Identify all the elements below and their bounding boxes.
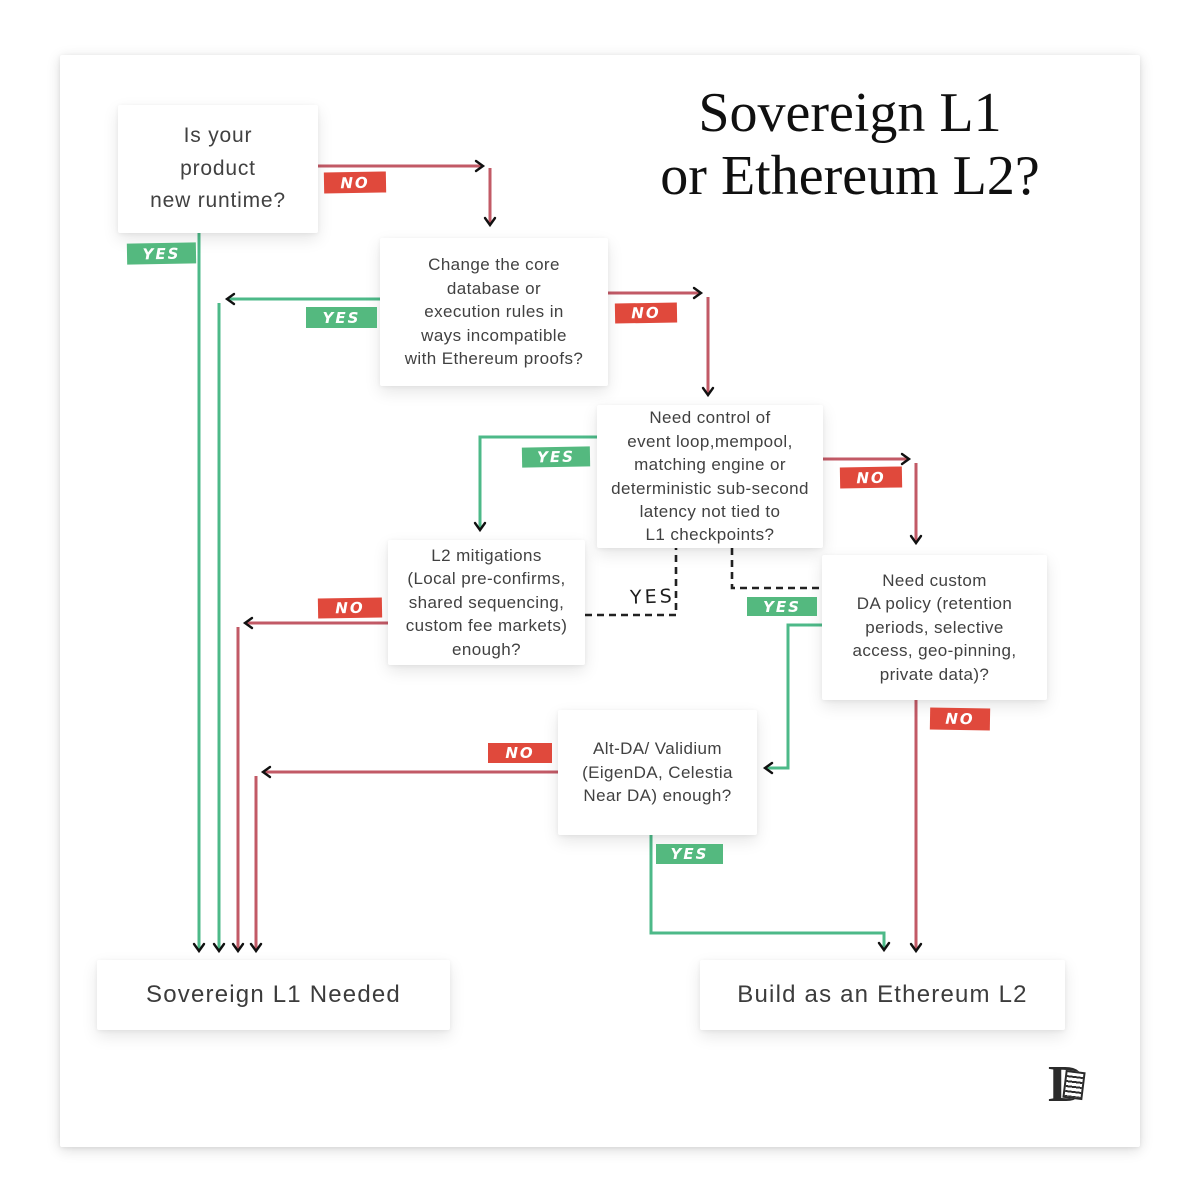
node-result-sovereign-l1: Sovereign L1 Needed xyxy=(97,960,450,1030)
node-q4-l2-mitigations: L2 mitigations (Local pre-confirms, shar… xyxy=(388,540,585,665)
node-q6-alt-da-validium: Alt-DA/ Validium (EigenDA, Celestia Near… xyxy=(558,710,757,835)
edge-label-q5-yes: YES xyxy=(747,597,817,616)
node-result-ethereum-l2: Build as an Ethereum L2 xyxy=(700,960,1065,1030)
brand-logo: D xyxy=(1048,1058,1100,1112)
edge-label-q2-no: NO xyxy=(614,302,678,324)
edge-label-q4-no: NO xyxy=(317,597,383,619)
edge-label-q6-yes: YES xyxy=(656,844,723,864)
scroll-icon xyxy=(1062,1069,1086,1101)
edge-label-q2-yes: YES xyxy=(306,307,377,328)
edge-label-q4-yes-dashed: YES xyxy=(629,585,676,609)
node-q3-event-loop-control: Need control of event loop,mempool, matc… xyxy=(597,405,823,548)
edge-label-q5-no: NO xyxy=(929,707,991,731)
node-q2-core-database: Change the core database or execution ru… xyxy=(380,238,608,386)
edge-label-q6-no: NO xyxy=(488,743,552,763)
page-title: Sovereign L1 or Ethereum L2? xyxy=(660,82,1040,208)
node-q1-new-runtime: Is your product new runtime? xyxy=(118,105,318,233)
edge-label-q3-yes: YES xyxy=(521,446,591,468)
edge-label-q3-no: NO xyxy=(839,466,903,489)
edge-label-q1-no: NO xyxy=(323,171,387,194)
edge-label-q1-yes: YES xyxy=(126,242,197,265)
node-q5-custom-da-policy: Need custom DA policy (retention periods… xyxy=(822,555,1047,700)
